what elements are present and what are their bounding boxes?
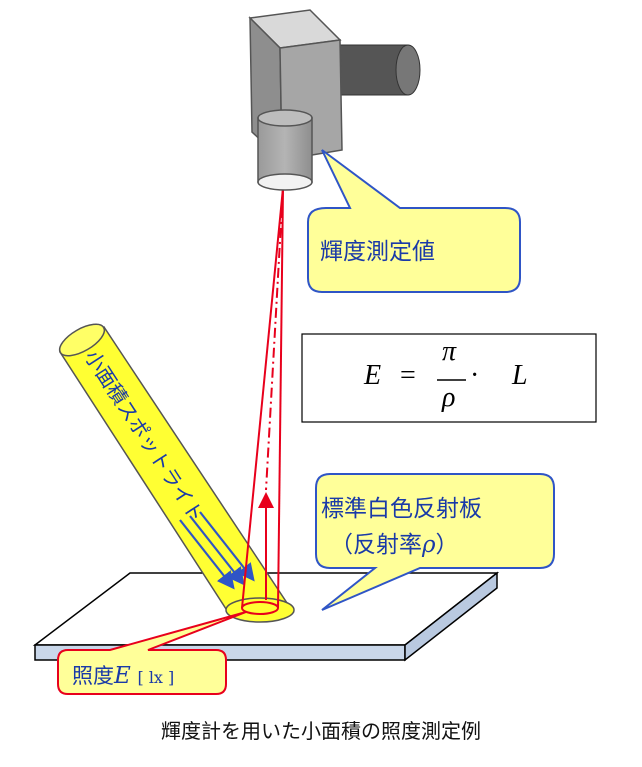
callout-illuminance-text: 照度E [ lx ] [72, 660, 174, 690]
callout-reflector-subtitle: （反射率ρ） [330, 525, 459, 559]
formula-numerator: π [442, 336, 457, 367]
formula-dot: · [470, 360, 480, 391]
callout-illuminance [57, 611, 247, 695]
reflector-paren-close: ） [435, 532, 459, 558]
illuminance-symbol: E [114, 663, 131, 689]
callout-luminance-text: 輝度測定値 [320, 239, 435, 265]
measurement-cone [241, 187, 284, 609]
reflectance-symbol: ρ [422, 532, 436, 558]
formula-box [301, 333, 597, 423]
formula-rhs: L [512, 360, 528, 391]
formula-equals: = [400, 360, 416, 391]
formula-denominator: ρ [442, 382, 456, 413]
reflector-paren-open: （反射率 [330, 532, 422, 558]
callout-reflector-title: 標準白色反射板 [321, 496, 482, 522]
callout-reflector [315, 473, 555, 611]
illuminance-unit: [ lx ] [137, 668, 175, 687]
spotlight-beam [58, 323, 295, 623]
callout-luminance-value [307, 149, 521, 293]
spotlight-label: 小面積スポットライト [80, 346, 209, 527]
spotlight-arrows [179, 511, 255, 590]
illuminance-label: 照度 [72, 664, 114, 688]
formula: E = π ρ · L [302, 334, 596, 422]
luminance-meter [248, 9, 421, 191]
figure-caption: 輝度計を用いた小面積の照度測定例 [161, 719, 481, 743]
formula-lhs: E [364, 360, 382, 391]
